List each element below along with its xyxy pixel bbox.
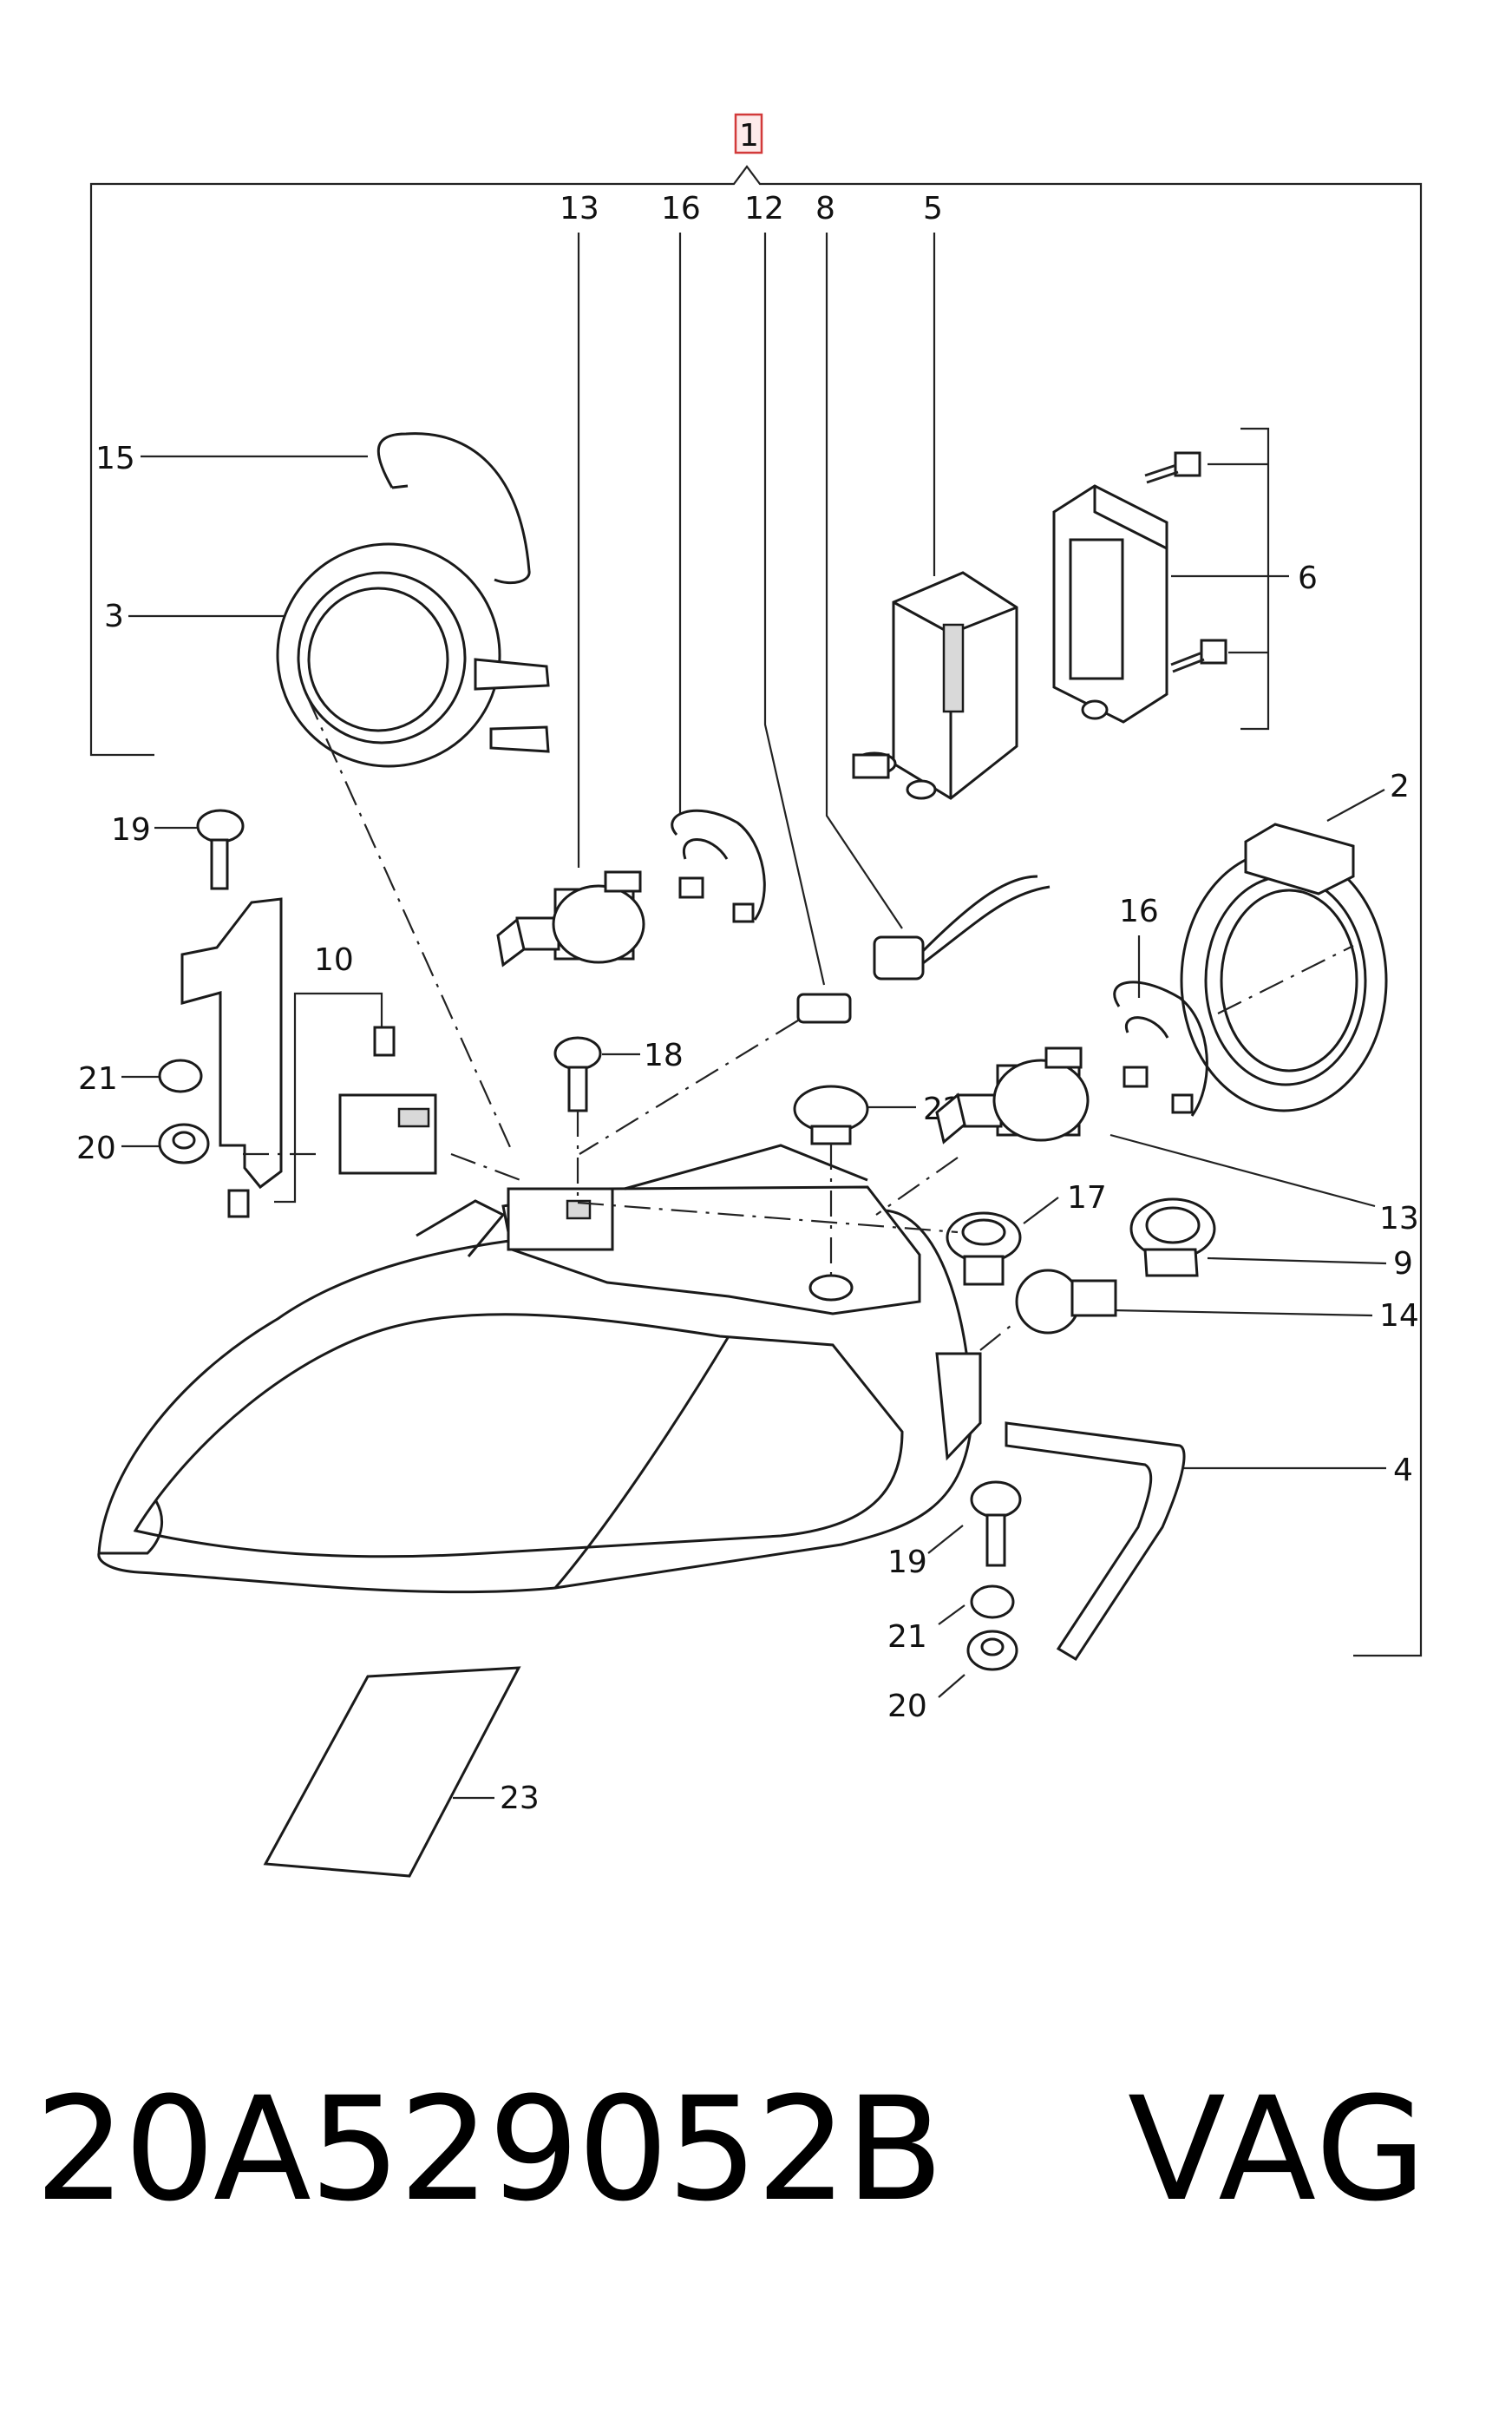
callout-1-box [734, 113, 763, 154]
headlight-cap-right [1180, 823, 1388, 1112]
bulb-socket [1129, 1197, 1216, 1277]
leader-9 [1207, 1256, 1387, 1265]
callout-5: 5 [923, 191, 943, 226]
screw-19-left [196, 809, 245, 890]
nut-20-bottom [966, 1630, 1018, 1671]
callout-19-bottom: 19 [887, 1545, 927, 1580]
callout-15: 15 [95, 441, 135, 476]
wiring-connector [873, 875, 1051, 981]
cover-cap [793, 1085, 869, 1145]
callout-21-bottom: 21 [887, 1619, 927, 1655]
callout-14: 14 [1379, 1298, 1419, 1334]
cap-21-left [158, 1059, 203, 1093]
callout-19-left: 19 [111, 812, 151, 848]
bulb-parking-light [796, 993, 852, 1024]
leveling-motor [852, 571, 1018, 800]
callout-12: 12 [744, 191, 784, 226]
wire-clip-top [671, 809, 766, 923]
screw-19-bottom [970, 1480, 1022, 1567]
bracket-6 [1240, 427, 1270, 731]
callout-16-right: 16 [1119, 894, 1159, 929]
leader-17 [1023, 1197, 1059, 1224]
callout-16-top: 16 [661, 191, 701, 226]
warning-label [263, 1666, 521, 1878]
headlight-cap [276, 542, 550, 768]
brand-name: VAG [1128, 2066, 1429, 2233]
headlight-housing [97, 1144, 982, 1594]
leader-19-bottom [927, 1525, 964, 1554]
callout-20-bottom: 20 [887, 1689, 927, 1724]
leader-10 [274, 992, 383, 1204]
callout-1: 1 [739, 118, 759, 154]
cap-21-bottom [970, 1584, 1015, 1619]
callout-10: 10 [314, 942, 354, 978]
screw-18 [553, 1036, 602, 1112]
callout-13-top: 13 [560, 191, 599, 226]
callout-13-right: 13 [1379, 1201, 1419, 1237]
ballast-unit [1052, 484, 1168, 724]
callout-6: 6 [1298, 561, 1318, 596]
callout-3: 3 [104, 599, 124, 634]
wire-clip-right [1113, 981, 1208, 1117]
leader-20-bottom [938, 1674, 965, 1698]
retaining-clip [376, 432, 531, 585]
bulb-h7-right [935, 1046, 1090, 1145]
indicator-bulb [1015, 1269, 1117, 1335]
callout-21-left: 21 [78, 1061, 118, 1097]
part-number: 20A529052B [35, 2066, 944, 2233]
seal-strip [1005, 1421, 1186, 1662]
mounting-bracket [180, 897, 437, 1218]
callout-8: 8 [815, 191, 835, 226]
screw-bottom [1170, 639, 1227, 673]
leader-13-right [1109, 1133, 1376, 1208]
callout-9: 9 [1393, 1246, 1413, 1282]
callout-4: 4 [1393, 1453, 1413, 1488]
callout-2: 2 [1390, 769, 1410, 804]
assembly-bracket [89, 165, 1423, 1657]
bulb-holder [946, 1211, 1022, 1286]
bulb-h7-top [496, 870, 645, 968]
nut-20-left [158, 1123, 210, 1164]
leader-12 [763, 233, 826, 986]
callout-17: 17 [1067, 1180, 1107, 1216]
leader-14 [1111, 1309, 1373, 1317]
leader-21-bottom [938, 1604, 965, 1625]
screw-top [1144, 451, 1201, 484]
callout-18: 18 [644, 1038, 684, 1073]
callout-20-left: 20 [76, 1131, 116, 1166]
callout-23: 23 [500, 1781, 540, 1816]
leader-2 [1326, 789, 1385, 822]
leader-8 [825, 233, 903, 929]
